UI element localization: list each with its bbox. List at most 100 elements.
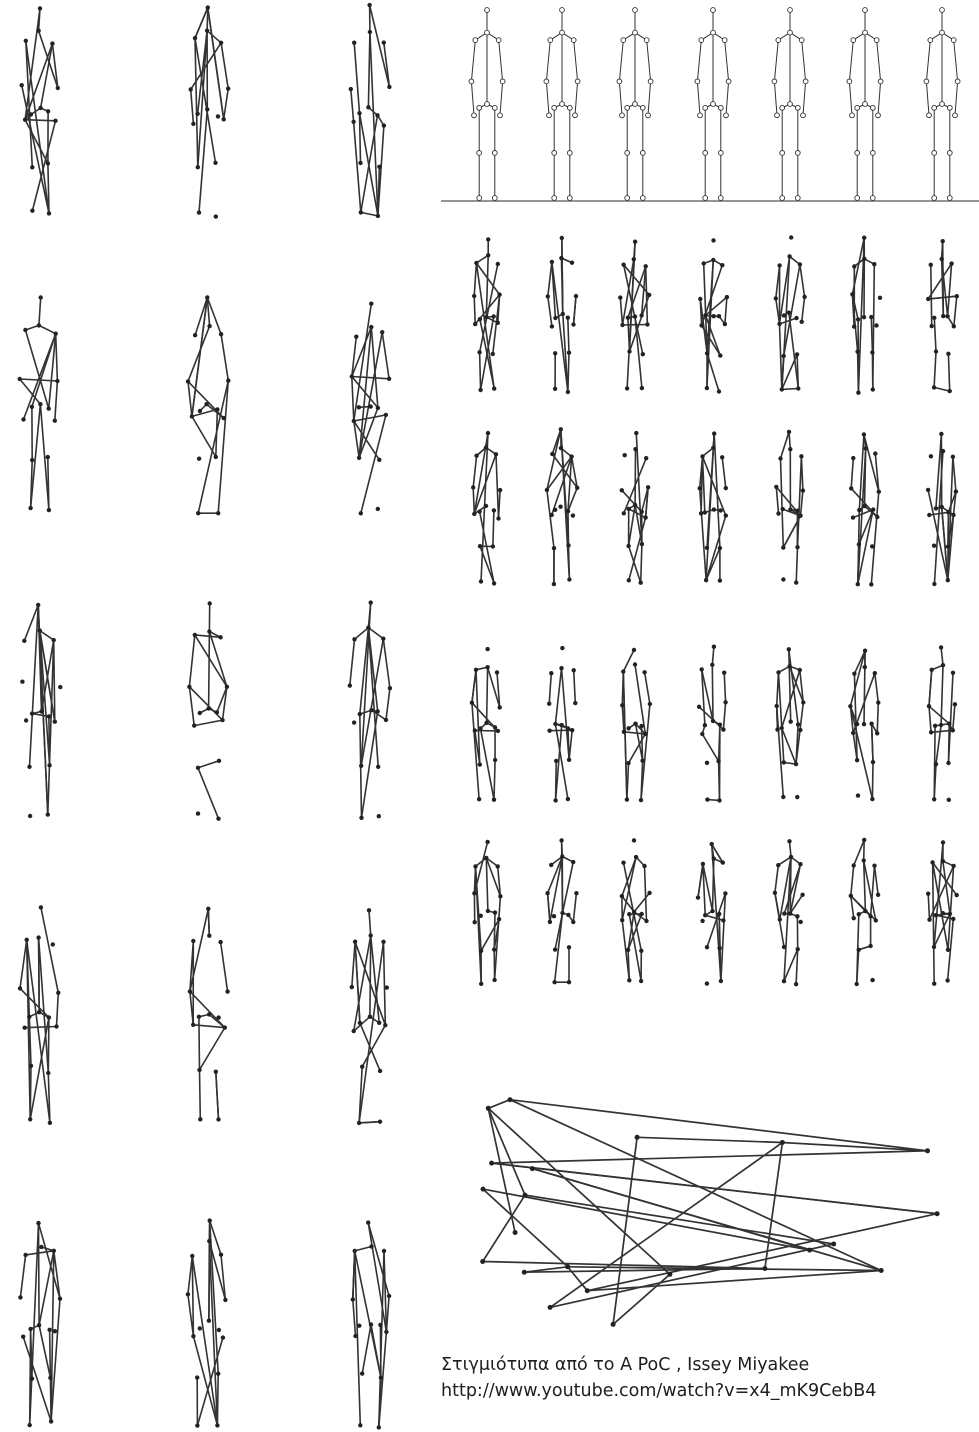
joint-node: [567, 758, 571, 762]
bone-line: [647, 40, 651, 81]
joint-node: [717, 798, 721, 802]
joint-node: [932, 196, 937, 201]
joint-node: [25, 938, 29, 942]
joint-node: [940, 30, 945, 35]
joint-node: [863, 649, 867, 653]
bone-line: [796, 949, 798, 984]
joint-node: [868, 944, 872, 948]
bone-line: [383, 639, 390, 689]
joint-node: [23, 1253, 27, 1257]
joint-node: [492, 386, 496, 390]
bone-line: [851, 866, 854, 896]
bone-line: [697, 81, 700, 115]
joint-node: [795, 509, 799, 513]
joint-node: [486, 237, 490, 241]
joint-node: [953, 113, 958, 118]
bone-line: [562, 840, 563, 913]
bone-line: [20, 988, 49, 1017]
tangle-node: [807, 1248, 812, 1253]
bone-line: [702, 734, 718, 761]
joint-node: [18, 986, 22, 990]
joint-node: [30, 1377, 34, 1381]
joint-node: [37, 323, 41, 327]
joint-node: [852, 324, 856, 328]
bone-line: [714, 434, 720, 548]
tangle-line: [488, 1100, 510, 1109]
joint-node: [485, 102, 490, 107]
joint-node: [930, 668, 934, 672]
left-figure-r5-c2: [186, 1218, 228, 1427]
joint-node: [777, 322, 781, 326]
joint-node: [946, 545, 950, 549]
joint-node: [626, 544, 630, 548]
joint-node: [701, 862, 705, 866]
bone-line: [39, 938, 40, 1013]
joint-node: [214, 455, 218, 459]
joint-node: [862, 257, 866, 261]
joint-node: [948, 912, 952, 916]
bone-line: [548, 296, 552, 326]
joint-node: [799, 454, 803, 458]
joint-node: [951, 917, 955, 921]
bone-line: [723, 702, 725, 729]
joint-node: [863, 8, 868, 13]
joint-node: [36, 603, 40, 607]
bone-line: [849, 81, 852, 115]
bone-line: [573, 893, 576, 922]
joint-node: [571, 38, 576, 43]
joint-node: [711, 719, 715, 723]
joint-node: [929, 730, 933, 734]
bone-line: [877, 40, 881, 81]
joint-node: [851, 515, 855, 519]
joint-node: [945, 314, 949, 318]
joint-node: [640, 912, 644, 916]
joint-node: [857, 542, 861, 546]
joint-node: [205, 295, 209, 299]
joint-node: [474, 668, 478, 672]
joint-node: [553, 508, 557, 512]
joint-node: [639, 724, 643, 728]
tangle-node: [879, 1268, 884, 1273]
joint-node: [47, 1015, 51, 1019]
bone-line: [49, 716, 50, 765]
bone-line: [474, 263, 476, 296]
joint-node: [703, 196, 708, 201]
bone-line: [487, 667, 488, 723]
joint-node: [51, 942, 55, 946]
right-figure-r4-c7: [926, 840, 959, 986]
joint-node: [622, 511, 626, 515]
joint-node: [721, 860, 725, 864]
joint-node: [206, 907, 210, 911]
joint-node: [621, 263, 625, 267]
joint-node: [780, 196, 785, 201]
bone-line: [774, 40, 778, 81]
joint-node: [553, 316, 557, 320]
joint-node: [876, 893, 880, 897]
reference-figure-2: [544, 8, 580, 201]
joint-node: [705, 386, 709, 390]
tangle-node: [565, 1264, 570, 1269]
joint-node: [213, 161, 217, 165]
joint-node: [947, 196, 952, 201]
joint-node: [875, 515, 879, 519]
joint-node: [550, 260, 554, 264]
bone-line: [875, 673, 879, 702]
joint-node: [862, 858, 866, 862]
bone-line: [703, 456, 726, 515]
joint-node: [712, 645, 716, 649]
joint-node: [864, 446, 868, 450]
joint-node: [878, 296, 882, 300]
joint-node: [360, 1065, 364, 1069]
joint-node: [18, 377, 22, 381]
joint-node: [717, 389, 721, 393]
joint-node: [698, 486, 702, 490]
joint-node: [28, 814, 32, 818]
joint-node: [484, 504, 488, 508]
joint-node: [939, 645, 943, 649]
joint-node: [39, 1245, 43, 1249]
joint-node: [359, 816, 363, 820]
bone-line: [712, 665, 713, 721]
joint-node: [639, 949, 643, 953]
joint-node: [28, 1117, 32, 1121]
joint-node: [955, 893, 959, 897]
